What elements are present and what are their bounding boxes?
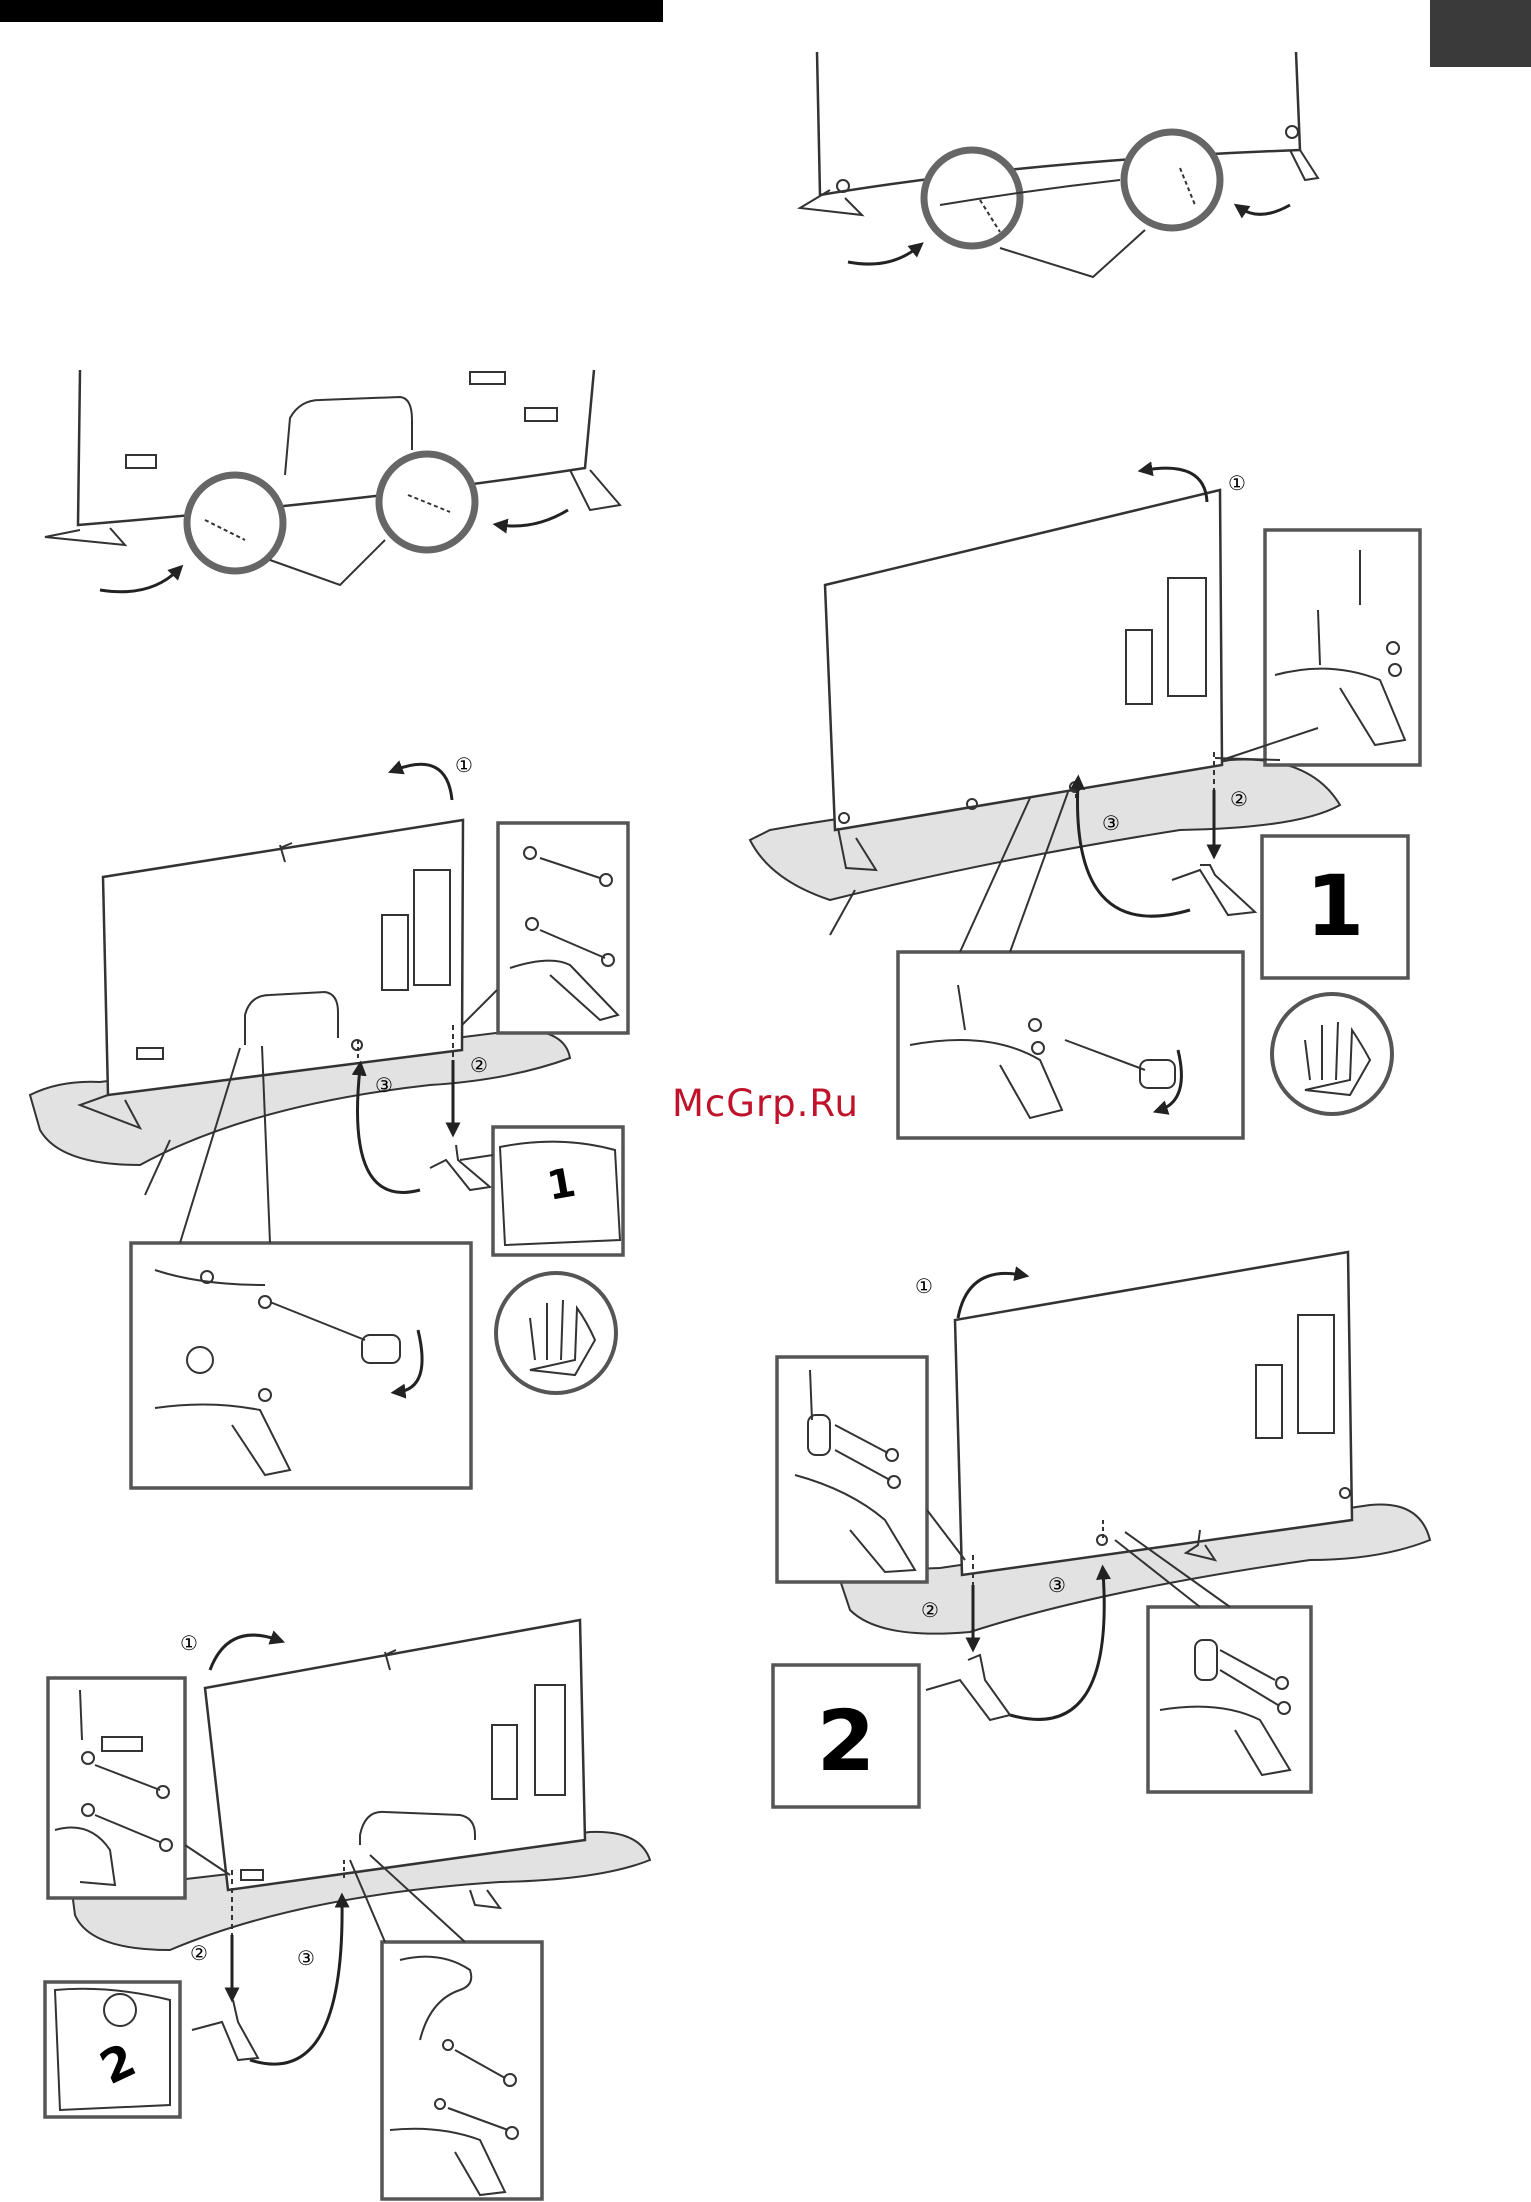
figure-attach-stand-1-alt: ① ② ③ 1 xyxy=(30,753,628,1488)
step-rotate-number: ① xyxy=(1228,471,1246,495)
figure-tv-bottom-rotate-right xyxy=(800,52,1318,277)
step-screw-number: ③ xyxy=(1102,811,1120,835)
step-badge-one: 1 xyxy=(1306,857,1364,955)
figure-attach-stand-1: ① ② ③ 1 xyxy=(750,468,1420,1138)
step-screw-number-4: ③ xyxy=(297,1946,315,1970)
step-badge-two: 2 xyxy=(817,1692,875,1790)
section-tab-marker xyxy=(1430,0,1531,67)
step-rotate-number-2: ① xyxy=(455,753,473,777)
step-lower-number-3: ② xyxy=(921,1598,939,1622)
watermark: McGrp.Ru xyxy=(672,1082,859,1125)
step-lower-number-4: ② xyxy=(190,1941,208,1965)
hand-icon xyxy=(1272,994,1392,1114)
step-rotate-number-4: ① xyxy=(180,1631,198,1655)
step-screw-number-2: ③ xyxy=(375,1073,393,1097)
header-bar xyxy=(0,0,663,22)
figure-tv-back-bottom-rotate xyxy=(45,370,620,592)
step-rotate-number-3: ① xyxy=(915,1274,933,1298)
figure-attach-stand-2-alt: ① ② ③ 2 xyxy=(45,1620,650,2199)
figure-attach-stand-2: ① ② ③ 2 xyxy=(773,1252,1430,1807)
step-screw-number-3: ③ xyxy=(1048,1573,1066,1597)
step-lower-number-2: ② xyxy=(470,1053,488,1077)
step-lower-number: ② xyxy=(1230,787,1248,811)
hand-icon-2 xyxy=(496,1273,616,1393)
